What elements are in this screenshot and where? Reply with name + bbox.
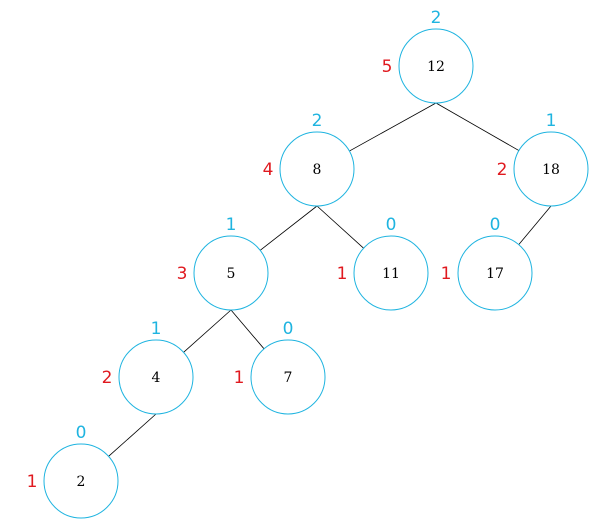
- node-circle: [513, 131, 589, 207]
- tree-node-4: 4 1 2: [102, 319, 194, 415]
- node-top-label: 0: [386, 215, 397, 235]
- node-value: 8: [313, 162, 322, 178]
- node-value: 4: [152, 370, 161, 386]
- tree-edge-5-4: [183, 309, 232, 353]
- node-side-label: 2: [497, 160, 508, 180]
- tree-edge-12-8: [349, 102, 437, 152]
- node-side-label: 1: [27, 472, 38, 492]
- node-value: 18: [542, 162, 560, 178]
- tree-edge-18-17: [518, 205, 552, 245]
- tree-edges: [108, 102, 552, 457]
- node-side-label: 1: [441, 264, 452, 284]
- tree-node-5: 5 1 3: [177, 215, 269, 311]
- node-top-label: 2: [431, 8, 442, 28]
- tree-node-8: 8 2 4: [263, 111, 355, 207]
- tree-node-11: 11 0 1: [337, 215, 429, 311]
- node-top-label: 1: [546, 111, 557, 131]
- tree-edge-8-11: [316, 205, 364, 249]
- node-top-label: 2: [312, 111, 323, 131]
- node-circle: [457, 235, 533, 311]
- node-value: 11: [382, 266, 400, 282]
- node-side-label: 5: [382, 57, 393, 77]
- tree-node-7: 7 0 1: [234, 319, 326, 415]
- node-top-label: 1: [151, 319, 162, 339]
- node-side-label: 4: [263, 160, 274, 180]
- node-circle: [43, 443, 119, 519]
- tree-node-2: 2 0 1: [27, 423, 119, 519]
- node-circle: [193, 235, 269, 311]
- tree-edge-5-7: [230, 309, 265, 350]
- node-value: 12: [427, 59, 445, 75]
- node-circle: [279, 131, 355, 207]
- node-top-label: 0: [490, 215, 501, 235]
- node-side-label: 2: [102, 368, 113, 388]
- tree-edge-4-2: [108, 413, 157, 457]
- node-value: 2: [77, 474, 86, 490]
- node-top-label: 0: [76, 423, 87, 443]
- node-side-label: 1: [337, 264, 348, 284]
- node-circle: [118, 339, 194, 415]
- node-top-label: 1: [226, 215, 237, 235]
- node-circle: [353, 235, 429, 311]
- node-value: 7: [284, 370, 293, 386]
- node-circle: [250, 339, 326, 415]
- node-value: 5: [227, 266, 236, 282]
- node-top-label: 0: [283, 319, 294, 339]
- tree-edge-12-18: [435, 102, 520, 151]
- tree-edge-8-5: [259, 205, 318, 251]
- tree-node-12: 12 2 5: [382, 8, 474, 104]
- node-circle: [398, 28, 474, 104]
- node-side-label: 1: [234, 368, 245, 388]
- node-value: 17: [486, 266, 504, 282]
- node-side-label: 3: [177, 264, 188, 284]
